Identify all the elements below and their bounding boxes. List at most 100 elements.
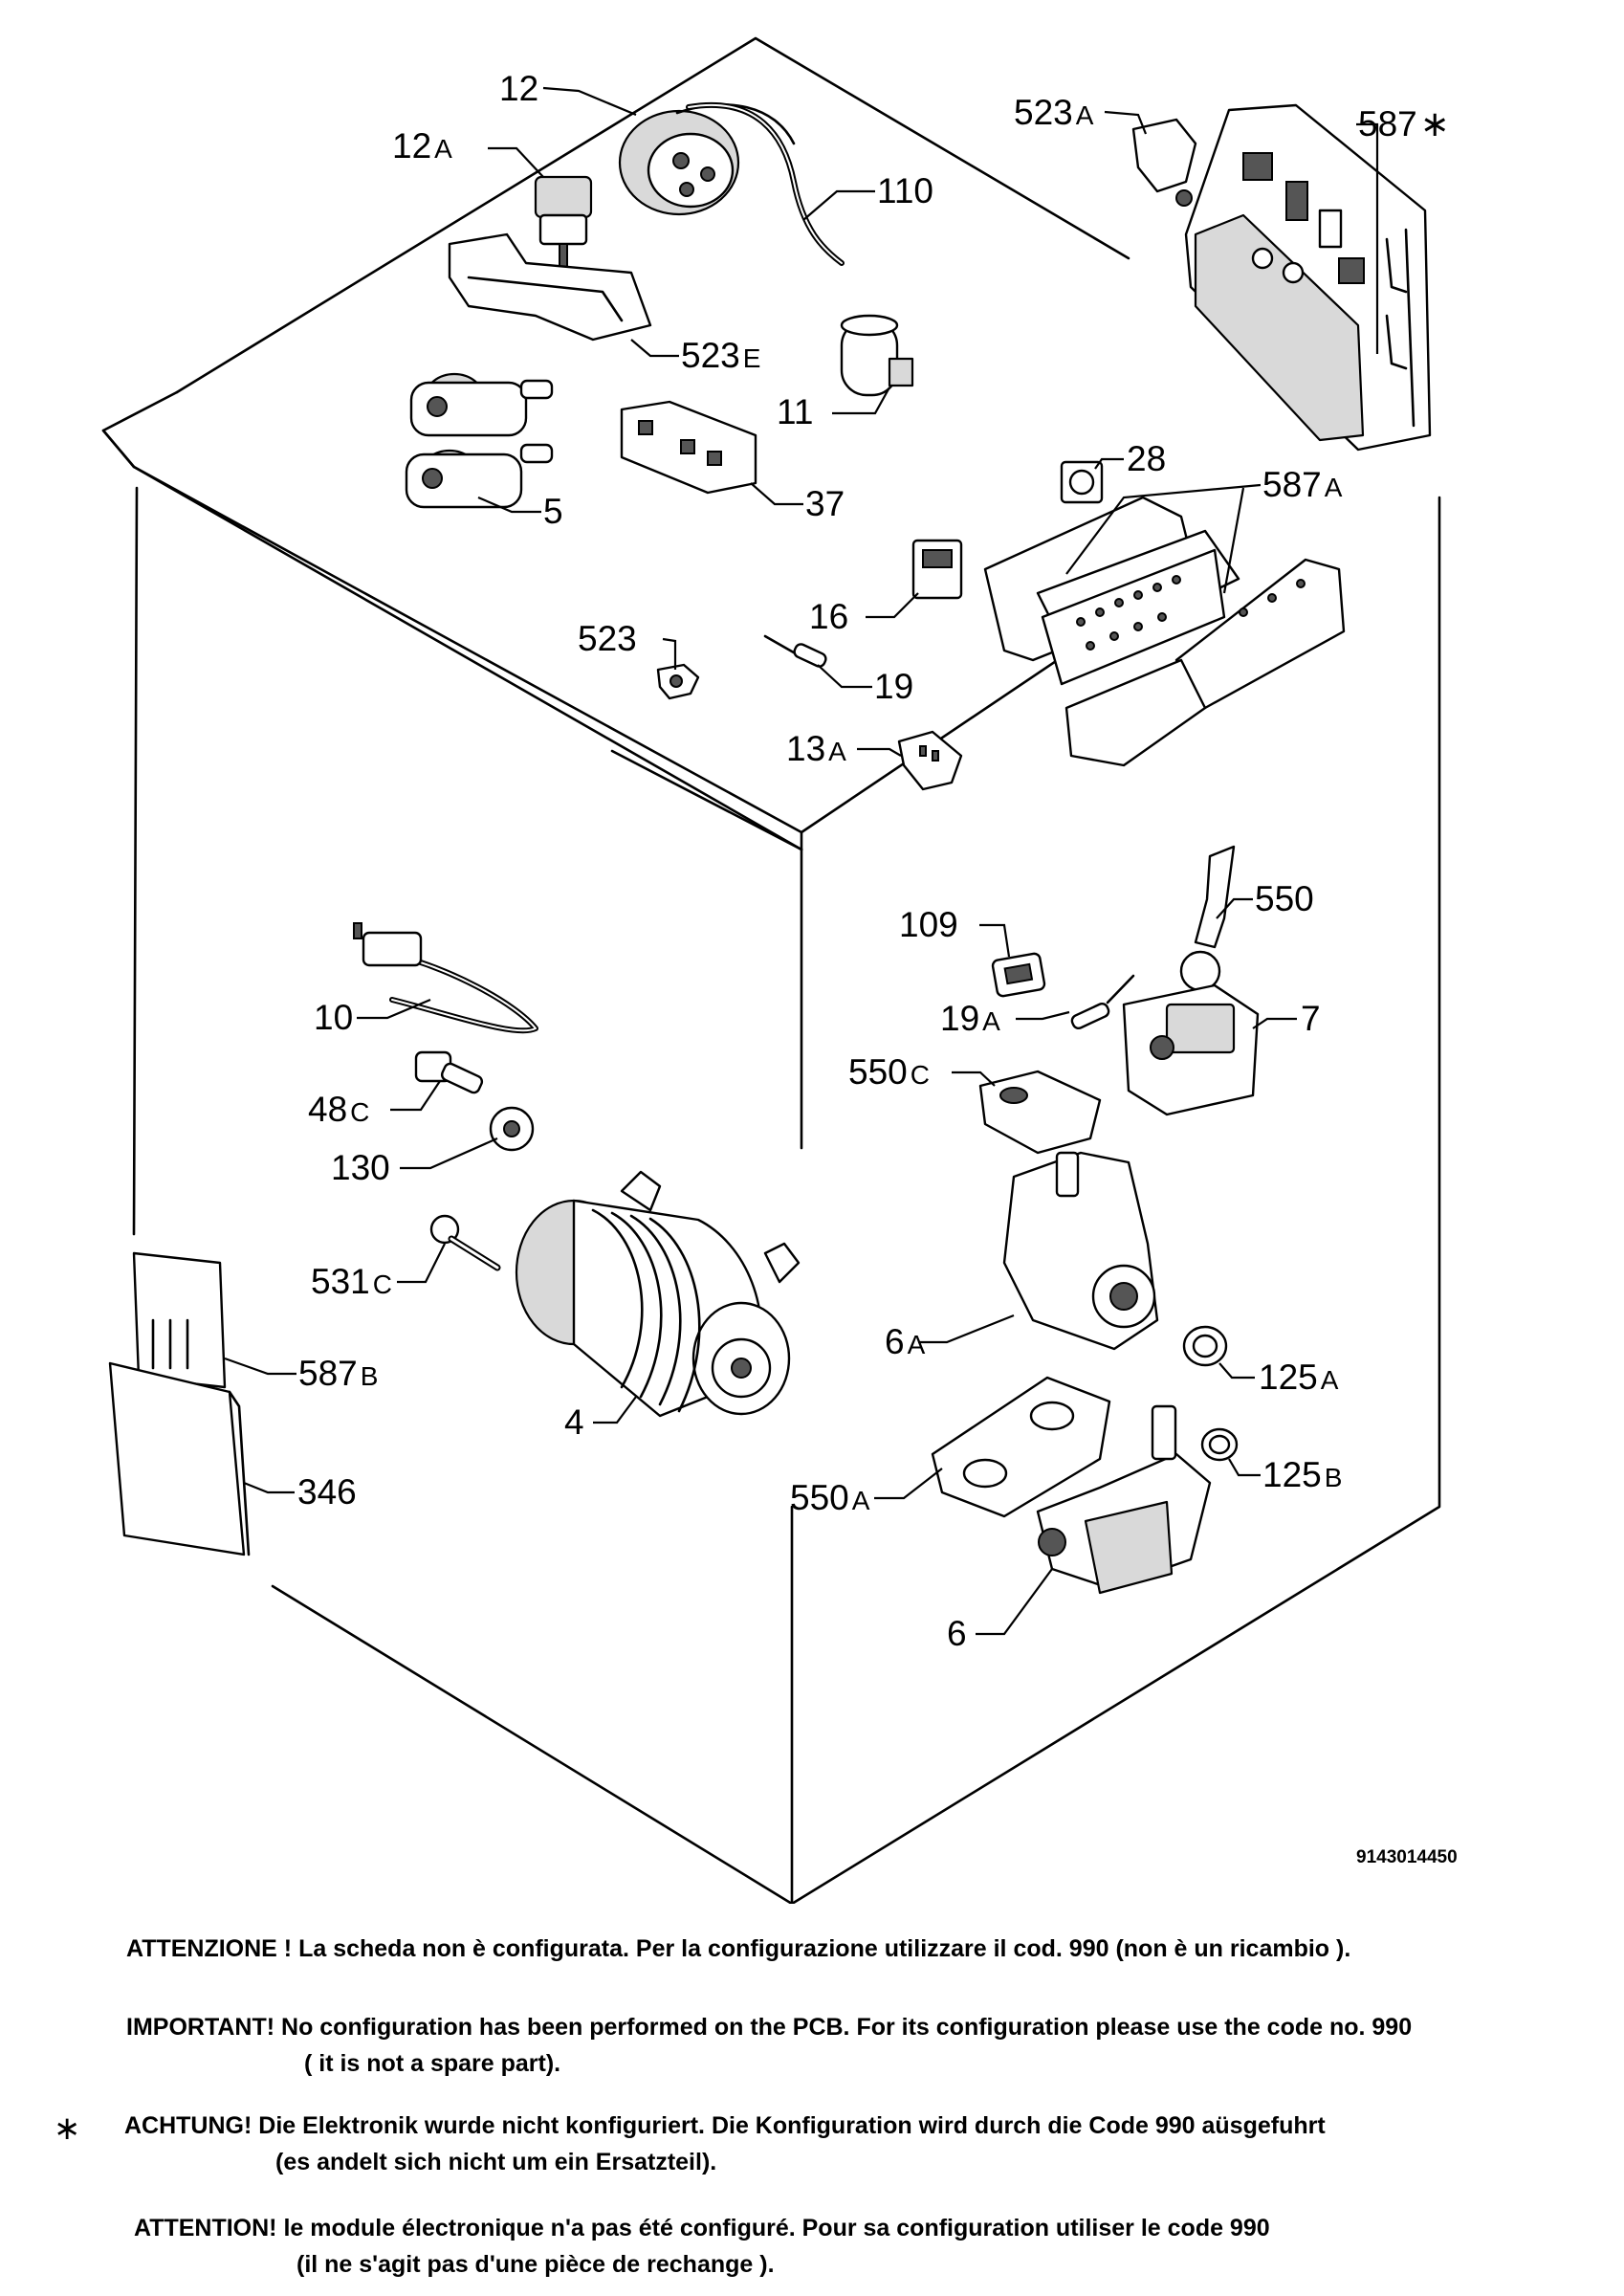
callout-number: 550 (790, 1478, 849, 1517)
callout-number: 6 (947, 1614, 967, 1653)
part-28-plate (1060, 460, 1104, 504)
callout-523: 523 (578, 619, 637, 658)
callout-12: 12 (499, 69, 538, 108)
callout-109: 109 (899, 905, 958, 944)
part-4-motor (515, 1170, 801, 1418)
callout-number: 523 (681, 336, 740, 375)
callout-number: 4 (564, 1402, 584, 1442)
part-12-selector (618, 103, 796, 216)
callout-number: 550 (848, 1052, 908, 1092)
part-19a-sensor (1070, 974, 1135, 1030)
note-french-line-2: (il ne s'agit pas d'une pièce de rechang… (296, 2251, 775, 2278)
callout-suffix: B (1325, 1463, 1343, 1492)
callout-346: 346 (297, 1472, 357, 1512)
part-6-drain-pump (1036, 1404, 1212, 1595)
callout-number: 523 (1014, 93, 1073, 132)
part-550c-cover (978, 1070, 1102, 1155)
note-french-line-1: ATTENTION! le module électronique n'a pa… (134, 2215, 1270, 2241)
callout-suffix: C (350, 1097, 369, 1127)
callout-number: 11 (777, 392, 813, 431)
part-130-gear (489, 1106, 535, 1152)
callout-number: 13 (786, 729, 825, 768)
callout-7: 7 (1301, 999, 1321, 1038)
callout-28: 28 (1127, 439, 1166, 478)
callout-number: 587 (298, 1354, 358, 1393)
part-587a-control-boards (983, 496, 1346, 767)
callout-number: 28 (1127, 439, 1166, 478)
callout-number: 531 (311, 1262, 370, 1301)
part-11-capacitor (840, 314, 914, 397)
callout-number: 48 (308, 1090, 347, 1129)
part-19-sensor (763, 634, 827, 668)
note-english-line-2: ( it is not a spare part). (304, 2050, 561, 2077)
part-13a-connector (897, 730, 963, 791)
part-10-heater (353, 922, 538, 1034)
note-german-line-1: ACHTUNG! Die Elektronik wurde nicht konf… (124, 2112, 1326, 2139)
note-german-line-2: (es andelt sich nicht um ein Ersatzteil)… (275, 2149, 717, 2175)
part-550-arm (1179, 845, 1236, 992)
board-buttons (1076, 575, 1306, 651)
part-109-part (991, 952, 1046, 998)
exploded-parts-diagram: 1212A110523E11537523A587∗28587A165231913… (101, 36, 1450, 1904)
callout-suffix: A (908, 1330, 926, 1359)
callout-number: 109 (899, 905, 958, 944)
callout-number: 125 (1262, 1455, 1322, 1494)
document-id: 9143014450 (1356, 1847, 1458, 1867)
callout-number: 125 (1259, 1358, 1318, 1397)
asterisk-marker: ∗ (54, 2110, 81, 2147)
callout-11: 11 (777, 392, 813, 431)
part-523-clip (656, 663, 700, 700)
part-7-module (1122, 983, 1260, 1116)
callout-suffix: A (1076, 100, 1094, 130)
part-48c-sensor (414, 1050, 484, 1094)
callout-suffix: E (743, 343, 761, 373)
callout-suffix: A (1325, 473, 1343, 502)
callout-110: 110 (877, 171, 933, 210)
callout-10: 10 (314, 998, 353, 1037)
callout-16: 16 (809, 597, 848, 636)
callout-number: 110 (877, 171, 933, 210)
callout-number: 10 (314, 998, 353, 1037)
callout-number: 37 (805, 484, 845, 523)
leader-lines (224, 86, 1379, 1636)
part-550a-filter-cover (931, 1376, 1111, 1518)
part-16-door-lock (911, 539, 963, 600)
callout-number: 130 (331, 1148, 390, 1187)
part-110-cable (686, 101, 845, 266)
callout-suffix: A (434, 134, 452, 164)
part-531c-bolt (429, 1214, 501, 1271)
part-523e-bracket (448, 232, 652, 342)
callout-number: 7 (1301, 999, 1321, 1038)
callout-5: 5 (543, 492, 563, 531)
part-587b-346-drawer (108, 1251, 251, 1556)
callout-number: 16 (809, 597, 848, 636)
callout-6: 6 (947, 1614, 967, 1653)
callout-suffix: ∗ (1420, 104, 1450, 144)
callout-19: 19 (874, 667, 913, 706)
callout-4: 4 (564, 1402, 584, 1442)
callout-number: 587 (1358, 104, 1417, 144)
callout-suffix: C (373, 1269, 392, 1299)
part-587-pcb-module (1184, 103, 1432, 452)
callout-550: 550 (1255, 879, 1314, 918)
callout-suffix: A (828, 737, 846, 766)
note-english-line-1: IMPORTANT! No configuration has been per… (126, 2014, 1413, 2041)
callout-number: 19 (940, 999, 979, 1038)
part-125b-seal (1200, 1427, 1239, 1462)
callout-suffix: A (852, 1486, 870, 1515)
part-12a-pressure-switch (534, 175, 593, 270)
callout-number: 6 (885, 1322, 905, 1361)
